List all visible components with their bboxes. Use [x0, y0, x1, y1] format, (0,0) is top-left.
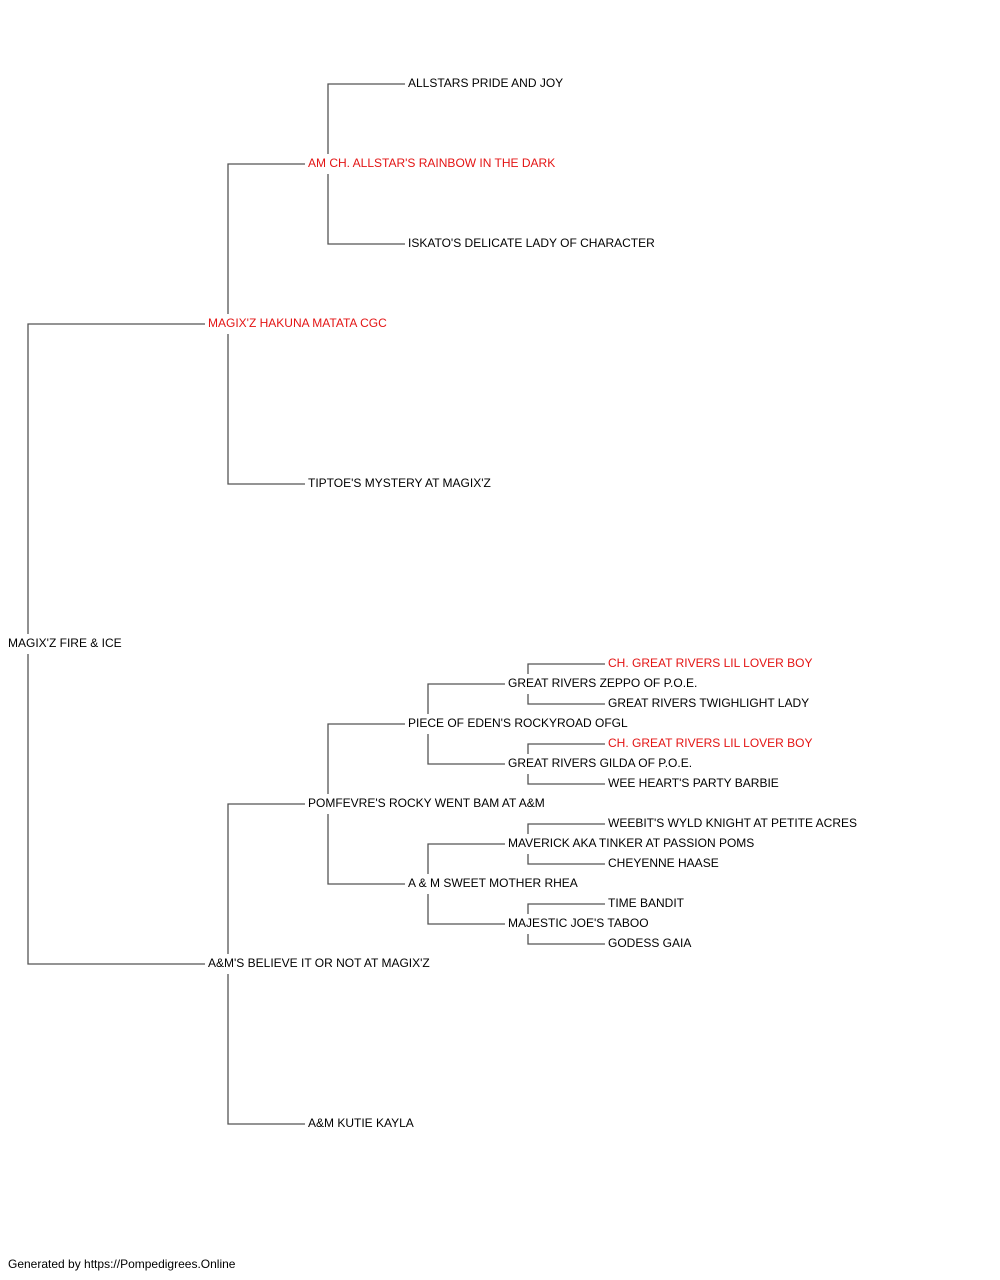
dog-name-dam-sire: POMFEVRE'S ROCKY WENT BAM AT A&M — [308, 796, 545, 810]
dog-name-sire-sire: AM CH. ALLSTAR'S RAINBOW IN THE DARK — [308, 156, 555, 170]
dog-name-dam-sire-dam-dam-dam: GODESS GAIA — [608, 936, 691, 950]
dog-name-dam-sire-dam: A & M SWEET MOTHER RHEA — [408, 876, 578, 890]
dog-name-dam-sire-dam-sire: MAVERICK AKA TINKER AT PASSION POMS — [508, 836, 754, 850]
connector-dam-sire — [227, 803, 305, 954]
dog-name-dam-sire-sire: PIECE OF EDEN'S ROCKYROAD OFGL — [408, 716, 628, 730]
connector-dam-sire-sire-dam-dam — [527, 774, 605, 785]
connector-dam — [27, 654, 205, 965]
connector-dam-sire-dam-dam-dam — [527, 934, 605, 945]
dog-name-dam-sire-sire-sire-dam: GREAT RIVERS TWIGHLIGHT LADY — [608, 696, 809, 710]
connector-dam-sire-sire-dam — [427, 734, 505, 765]
dog-name-subject: MAGIX'Z FIRE & ICE — [8, 636, 122, 650]
connector-dam-sire-sire-dam-sire — [527, 743, 605, 754]
connector-sire — [27, 323, 205, 634]
dog-name-dam-sire-dam-dam: MAJESTIC JOE'S TABOO — [508, 916, 649, 930]
dog-name-dam-sire-dam-sire-sire: WEEBIT'S WYLD KNIGHT AT PETITE ACRES — [608, 816, 857, 830]
footer-credit: Generated by https://Pompedigrees.Online — [8, 1257, 236, 1271]
connector-dam-sire-sire — [327, 723, 405, 794]
dog-name-dam-sire-sire-sire-sire: CH. GREAT RIVERS LIL LOVER BOY — [608, 656, 813, 670]
dog-name-dam-sire-dam-sire-dam: CHEYENNE HAASE — [608, 856, 719, 870]
connector-dam-sire-sire-sire-sire — [527, 663, 605, 674]
connector-dam-sire-sire-sire-dam — [527, 694, 605, 705]
dog-name-sire: MAGIX'Z HAKUNA MATATA CGC — [208, 316, 387, 330]
connector-sire-dam — [227, 334, 305, 485]
connector-dam-sire-dam-dam — [427, 894, 505, 925]
connector-dam-dam — [227, 974, 305, 1125]
dog-name-dam: A&M'S BELIEVE IT OR NOT AT MAGIX'Z — [208, 956, 430, 970]
connector-dam-sire-sire-sire — [427, 683, 505, 714]
dog-name-dam-sire-sire-dam-dam: WEE HEART'S PARTY BARBIE — [608, 776, 779, 790]
connector-sire-sire-dam — [327, 174, 405, 245]
connector-dam-sire-dam — [327, 814, 405, 885]
dog-name-dam-sire-sire-dam: GREAT RIVERS GILDA OF P.O.E. — [508, 756, 692, 770]
dog-name-sire-sire-sire: ALLSTARS PRIDE AND JOY — [408, 76, 563, 90]
dog-name-dam-dam: A&M KUTIE KAYLA — [308, 1116, 414, 1130]
dog-name-sire-dam: TIPTOE'S MYSTERY AT MAGIX'Z — [308, 476, 491, 490]
connector-dam-sire-dam-dam-sire — [527, 903, 605, 914]
connector-dam-sire-dam-sire-sire — [527, 823, 605, 834]
dog-name-dam-sire-dam-dam-sire: TIME BANDIT — [608, 896, 685, 910]
dog-name-sire-sire-dam: ISKATO'S DELICATE LADY OF CHARACTER — [408, 236, 655, 250]
connector-sire-sire — [227, 163, 305, 314]
connector-sire-sire-sire — [327, 83, 405, 154]
dog-name-dam-sire-sire-sire: GREAT RIVERS ZEPPO OF P.O.E. — [508, 676, 697, 690]
connector-dam-sire-dam-sire-dam — [527, 854, 605, 865]
dog-name-dam-sire-sire-dam-sire: CH. GREAT RIVERS LIL LOVER BOY — [608, 736, 813, 750]
connector-dam-sire-dam-sire — [427, 843, 505, 874]
